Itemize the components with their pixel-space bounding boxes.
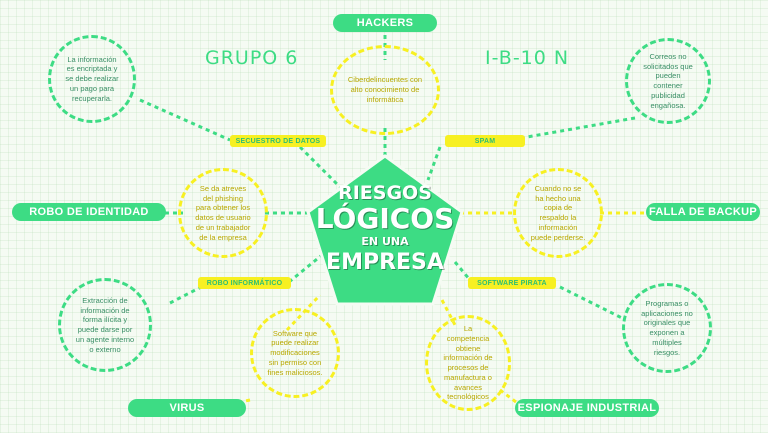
connector-secuestro xyxy=(139,98,231,142)
secuestro-tag: SECUESTRO DE DATOS xyxy=(230,135,326,147)
pirata-tag: SOFTWARE PIRATA xyxy=(468,277,556,289)
center-line-1: RIESGOS xyxy=(338,182,432,204)
identidad-desc: Se da atreves del phishing para obtener … xyxy=(178,168,268,258)
pirata-desc: Programas o aplicaciones no originales q… xyxy=(622,283,712,373)
center-pentagon xyxy=(306,154,464,306)
connector-pirata xyxy=(559,285,623,320)
center-title: RIESGOS LÓGICOS EN UNA EMPRESA xyxy=(314,182,456,276)
class-label: I-B-10 N xyxy=(485,47,570,69)
espionaje-title: ESPIONAJE INDUSTRIAL xyxy=(515,399,659,417)
spam-desc: Correos no solicitados que pueden conten… xyxy=(625,38,711,124)
group-label: GRUPO 6 xyxy=(205,47,299,69)
spam-tag: SPAM xyxy=(445,135,525,147)
connector-robo-info-center xyxy=(288,253,323,284)
virus-title: VIRUS xyxy=(128,399,246,417)
backup-title: FALLA DE BACKUP xyxy=(646,203,760,221)
hackers-title: HACKERS xyxy=(333,14,437,32)
center-line-3: EN UNA xyxy=(361,235,409,248)
robo-info-tag: ROBO INFORMÁTICO xyxy=(198,277,291,289)
connector-spam xyxy=(509,116,636,142)
connector-spam-center xyxy=(426,146,442,181)
backup-desc: Cuando no se ha hecho una copia de respa… xyxy=(513,168,603,258)
center-line-4: EMPRESA xyxy=(326,250,444,275)
center-line-2: LÓGICOS xyxy=(315,202,455,235)
secuestro-desc: La información es encriptada y se debe r… xyxy=(48,35,136,123)
hackers-desc: Ciberdelincuentes con alto conocimiento … xyxy=(330,45,440,135)
connector-secuestro-center xyxy=(298,145,347,194)
connector-pirata-center xyxy=(453,261,472,281)
identidad-title: ROBO DE IDENTIDAD xyxy=(12,203,166,221)
espionaje-desc: La competencia obtiene información de pr… xyxy=(425,315,511,411)
virus-desc: Software que puede realizar modificacion… xyxy=(250,308,340,398)
robo-info-desc: Extracción de información de forma ilíci… xyxy=(58,278,152,372)
